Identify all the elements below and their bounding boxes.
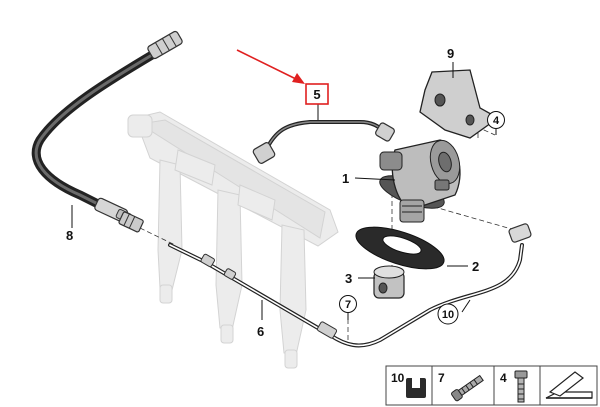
high-pressure-line bbox=[252, 120, 395, 164]
callout-8: 8 bbox=[66, 228, 73, 243]
flexible-fuel-line bbox=[31, 30, 183, 233]
parts-legend: 10 7 4 bbox=[385, 365, 598, 406]
callout-labels: 1 2 3 4 5 6 7 8 9 10 bbox=[66, 46, 505, 339]
fuel-feed-line bbox=[168, 223, 532, 348]
callout-9: 9 bbox=[447, 46, 454, 61]
callout-1: 1 bbox=[342, 171, 349, 186]
callout-7: 7 bbox=[345, 299, 351, 311]
high-pressure-pump bbox=[379, 139, 461, 223]
callout-4: 4 bbox=[493, 115, 500, 127]
callout-3: 3 bbox=[345, 271, 352, 286]
bolt-icon bbox=[514, 370, 528, 403]
callout-leaders bbox=[71, 62, 497, 320]
pump-bracket bbox=[419, 69, 500, 139]
rubber-grommet-icon bbox=[406, 378, 426, 398]
fuel-rail-ghost bbox=[127, 111, 339, 369]
pump-gasket bbox=[355, 226, 445, 270]
cutting-tool-icon bbox=[545, 371, 593, 399]
callout-4-circle bbox=[487, 111, 505, 129]
legend-label-10: 10 bbox=[391, 371, 405, 385]
roller-tappet bbox=[373, 265, 405, 299]
callout-7-circle bbox=[339, 295, 357, 313]
screw-icon bbox=[451, 374, 484, 402]
legend-label-4: 4 bbox=[500, 371, 507, 385]
callout-10: 10 bbox=[442, 309, 454, 321]
callout-10-circle bbox=[437, 303, 459, 325]
legend-label-7: 7 bbox=[438, 371, 445, 385]
highlight-arrow bbox=[236, 49, 305, 84]
callout-5: 5 bbox=[313, 87, 320, 102]
callout-6: 6 bbox=[257, 324, 264, 339]
callout-5-box bbox=[305, 83, 329, 105]
callout-2: 2 bbox=[472, 259, 479, 274]
